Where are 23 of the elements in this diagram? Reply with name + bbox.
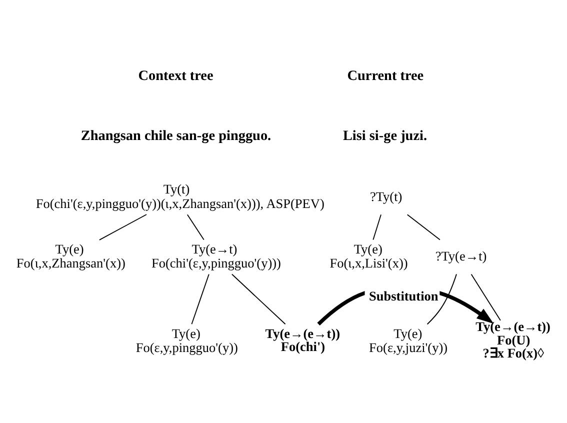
node-text: Ty(e) Fo(ι,x,Lisi'(x)) [330,241,408,271]
connector [98,214,147,240]
connector [372,214,382,240]
label: Context tree [138,68,214,84]
node-text: ?Ty(t) [370,188,402,204]
connector [426,274,457,325]
node-text: Ty(e→(e→t)) Fo(U) ?∃x Fo(x)◊ [476,319,550,361]
node-text: Ty(e) Fo(ε,y,pingguo'(y)) [136,326,238,355]
node-text: Ty(e) Fo(ι,x,Zhangsan'(x)) [16,241,126,271]
node-text: Ty(e→(e→t)) Fo(chi') [265,326,340,354]
connector [470,274,501,321]
label: Current tree [347,68,424,84]
connector [186,214,204,240]
edge-label: Substitution [369,288,438,304]
label: Zhangsan chile san-ge pingguo. [80,128,272,144]
node-text: Ty(e) Fo(ε,y,juzi'(y)) [369,326,448,355]
label: Lisi si-ge juzi. [342,128,428,144]
node-text: ?Ty(e→t) [435,248,487,264]
connector [406,214,440,240]
connector [191,274,210,325]
connector [231,274,286,325]
node-text: Ty(e→t) Fo(chi'(ε,y,pingguo'(y))) [152,241,281,271]
node-text: Ty(t) Fo(chi'(ε,y,pingguo'(y))(ι,x,Zhangsan'(x))), ASP(PEV) [36,182,324,211]
